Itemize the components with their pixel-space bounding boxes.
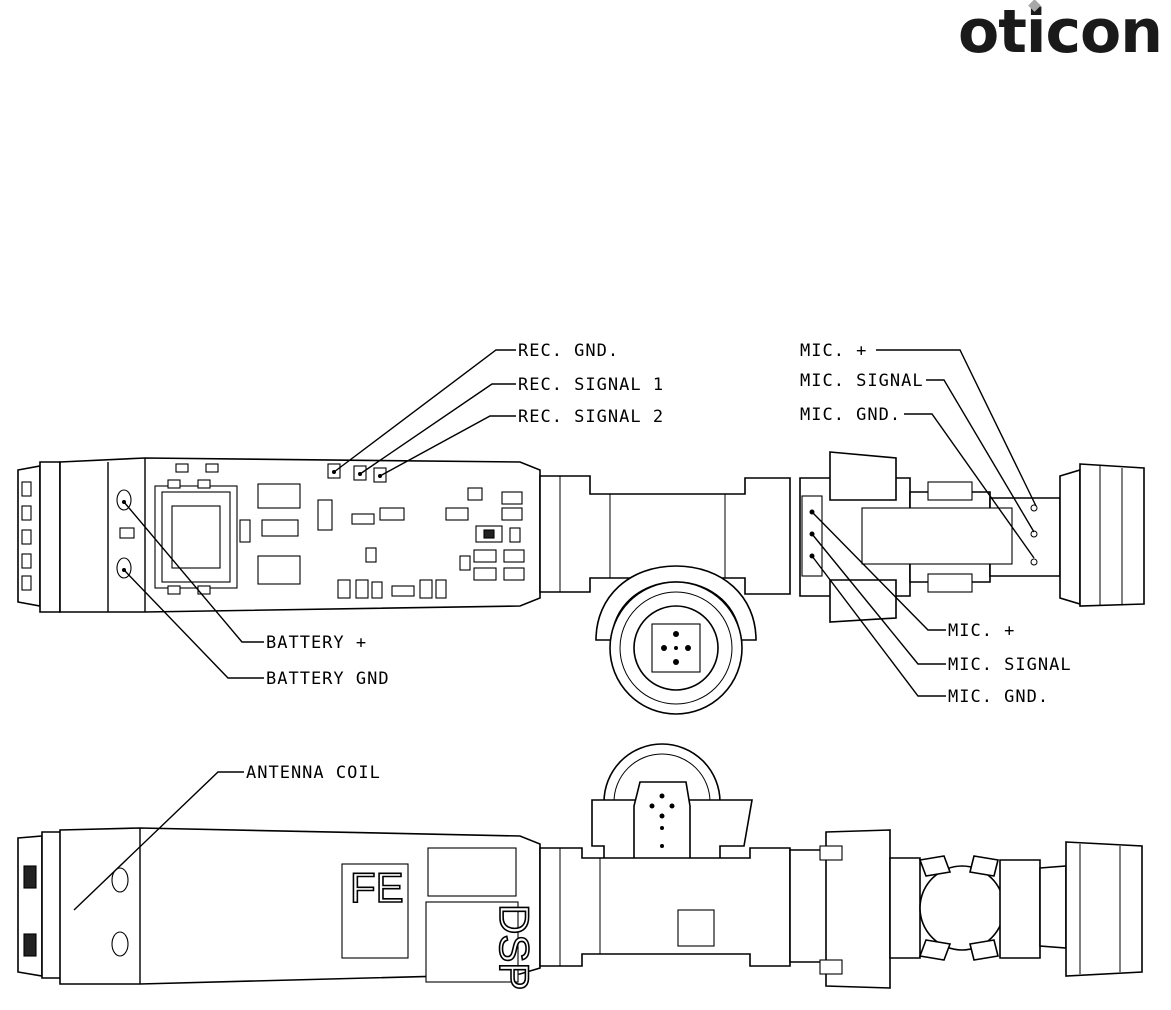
fe-chip-label: FE <box>350 864 404 911</box>
mic-module-bottom <box>790 830 1142 988</box>
label-rec-signal-1: REC. SIGNAL 1 <box>518 375 664 395</box>
label-mic-plus-top: MIC. + <box>800 341 867 361</box>
logo-text: oticon <box>958 0 1162 67</box>
capacitor-1 <box>258 484 300 508</box>
label-rec-signal-2: REC. SIGNAL 2 <box>518 407 664 427</box>
flex-bridge-bottom <box>540 848 790 966</box>
capacitor-2 <box>258 556 300 584</box>
bottom-view: FE DSP ANTENNA COIL <box>18 744 1142 990</box>
label-battery-plus: BATTERY + <box>266 633 367 653</box>
top-view: REC. GND. REC. SIGNAL 1 REC. SIGNAL 2 MI… <box>18 341 1144 714</box>
label-mic-plus-bottom: MIC. + <box>948 621 1015 641</box>
label-rec-gnd: REC. GND. <box>518 341 619 361</box>
label-mic-signal-bottom: MIC. SIGNAL <box>948 655 1072 675</box>
label-mic-signal-top: MIC. SIGNAL <box>800 371 924 391</box>
label-antenna-coil: ANTENNA COIL <box>246 763 381 783</box>
dsp-upper-block <box>428 848 516 896</box>
label-mic-gnd-top: MIC. GND. <box>800 405 901 425</box>
oticon-logo: oticon <box>958 0 1162 67</box>
mic-module-top <box>800 452 1144 622</box>
receiver-socket-top <box>596 566 756 714</box>
label-mic-gnd-bottom: MIC. GND. <box>948 687 1049 707</box>
dsp-chip-label: DSP <box>491 904 538 990</box>
label-battery-gnd: BATTERY GND <box>266 669 390 689</box>
